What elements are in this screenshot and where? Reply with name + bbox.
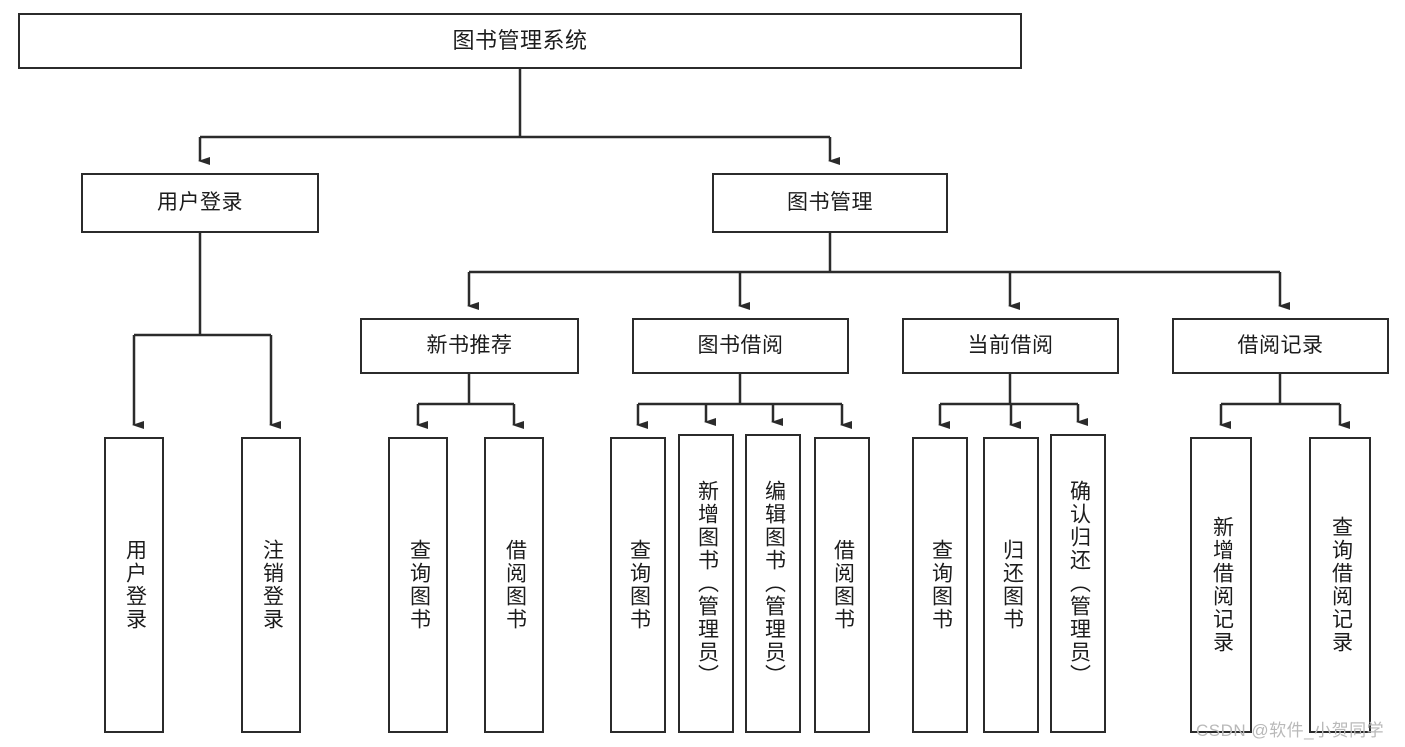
- node-label: 归还图书: [1000, 539, 1024, 631]
- node-label: 当前借阅: [967, 333, 1054, 357]
- leaf-confirm-return-admin[interactable]: 确认归还（管理员）: [1050, 434, 1106, 733]
- node-root-system[interactable]: 图书管理系统: [18, 13, 1022, 69]
- leaf-query-book-recommend[interactable]: 查询图书: [388, 437, 448, 733]
- leaf-query-book-current[interactable]: 查询图书: [912, 437, 968, 733]
- node-label: 图书管理系统: [452, 28, 588, 54]
- node-label: 用户登录: [123, 539, 147, 631]
- node-label: 确认归还（管理员）: [1067, 480, 1091, 687]
- leaf-user-logout[interactable]: 注销登录: [241, 437, 301, 733]
- node-label: 查询图书: [929, 539, 953, 631]
- node-label: 用户登录: [157, 190, 243, 214]
- leaf-add-borrow-record[interactable]: 新增借阅记录: [1190, 437, 1252, 733]
- node-label: 新增借阅记录: [1210, 516, 1234, 654]
- leaf-user-login[interactable]: 用户登录: [104, 437, 164, 733]
- node-label: 新增图书（管理员）: [695, 480, 719, 687]
- node-label: 借阅图书: [831, 539, 855, 631]
- watermark: CSDN @软件_小贺同学: [1196, 721, 1385, 740]
- leaf-borrow-book-recommend[interactable]: 借阅图书: [484, 437, 544, 733]
- leaf-borrow-book[interactable]: 借阅图书: [814, 437, 870, 733]
- node-user-login[interactable]: 用户登录: [81, 173, 319, 233]
- node-label: 查询图书: [407, 539, 431, 631]
- node-book-borrow[interactable]: 图书借阅: [632, 318, 849, 374]
- node-current-borrow[interactable]: 当前借阅: [902, 318, 1119, 374]
- leaf-query-book-borrow[interactable]: 查询图书: [610, 437, 666, 733]
- leaf-return-book[interactable]: 归还图书: [983, 437, 1039, 733]
- leaf-edit-book-admin[interactable]: 编辑图书（管理员）: [745, 434, 801, 733]
- node-label: 图书管理: [787, 190, 873, 214]
- node-label: 借阅图书: [503, 539, 527, 631]
- node-label: 注销登录: [260, 539, 284, 631]
- leaf-query-borrow-record[interactable]: 查询借阅记录: [1309, 437, 1371, 733]
- node-label: 图书借阅: [697, 333, 784, 357]
- node-book-management[interactable]: 图书管理: [712, 173, 948, 233]
- node-label: 编辑图书（管理员）: [762, 480, 786, 687]
- node-borrow-record[interactable]: 借阅记录: [1172, 318, 1389, 374]
- node-new-book-recommend[interactable]: 新书推荐: [360, 318, 579, 374]
- node-label: 新书推荐: [426, 333, 513, 357]
- node-label: 借阅记录: [1237, 333, 1324, 357]
- leaf-add-book-admin[interactable]: 新增图书（管理员）: [678, 434, 734, 733]
- node-label: 查询借阅记录: [1329, 516, 1353, 654]
- node-label: 查询图书: [627, 539, 651, 631]
